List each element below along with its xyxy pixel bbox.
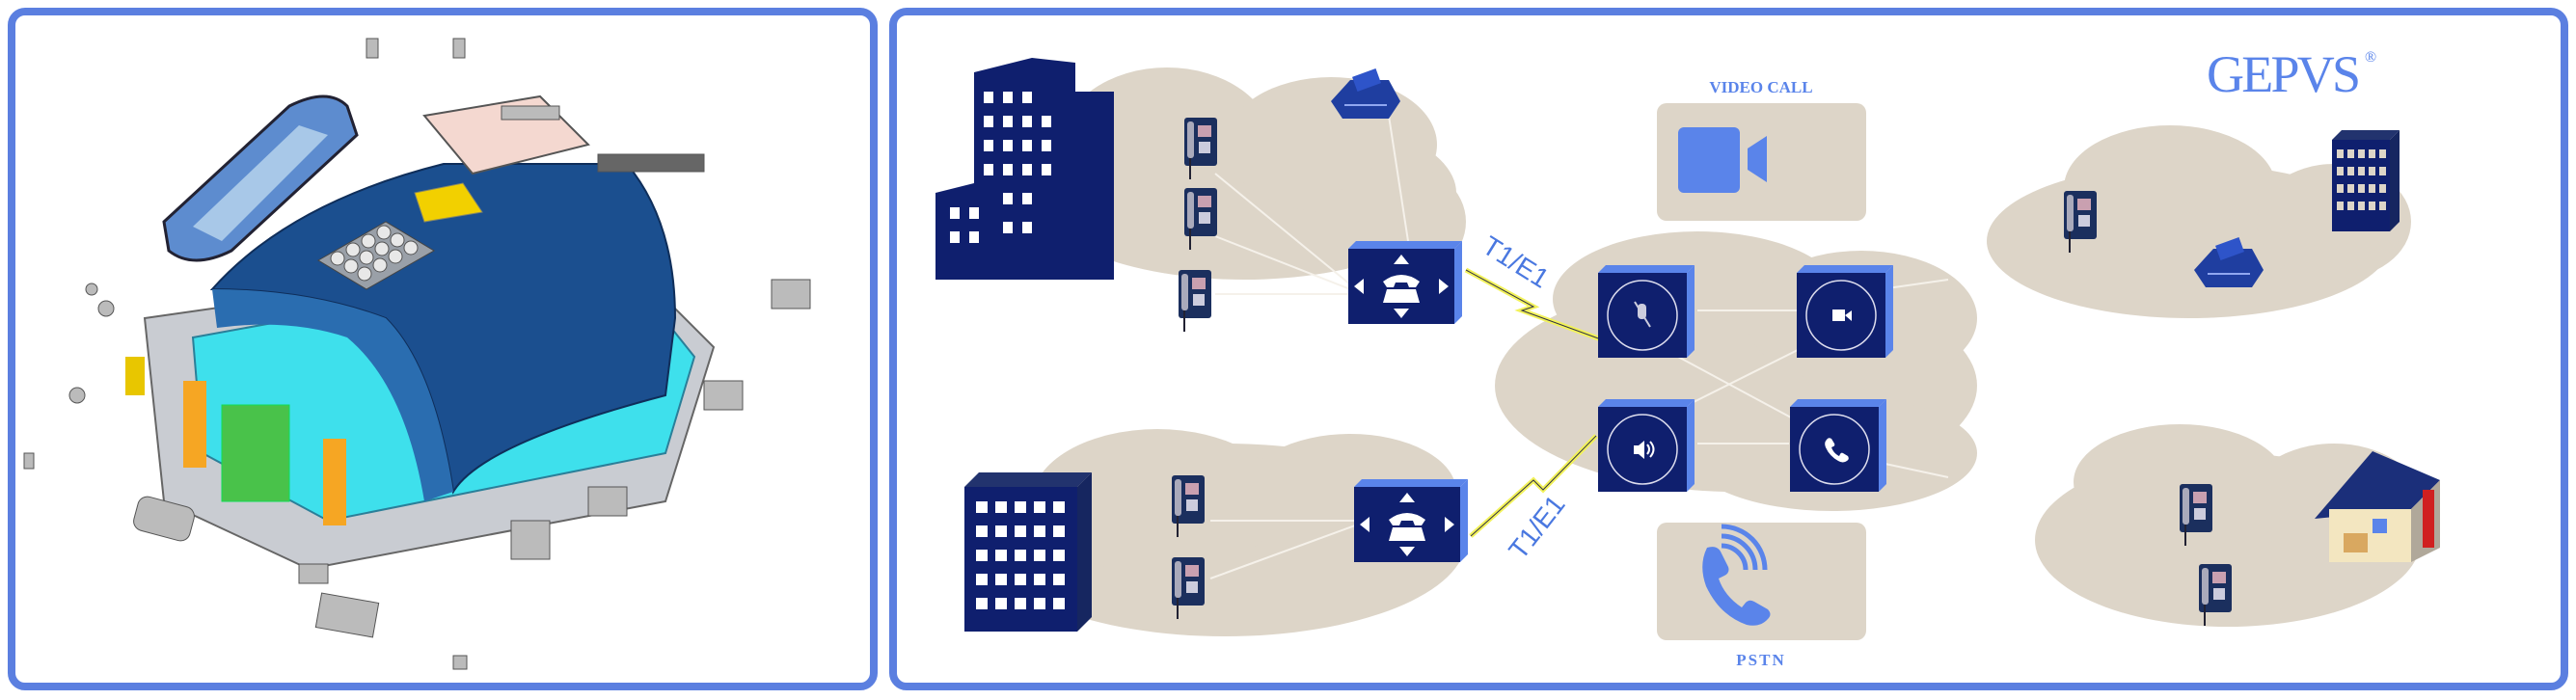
video-icon <box>1832 310 1852 321</box>
video-icon <box>1678 127 1767 193</box>
logo-text: GEPVS <box>2207 45 2361 103</box>
registered-mark: ® <box>2365 49 2376 66</box>
switch-icon <box>1348 241 1462 324</box>
gepvs-logo: GEPVS ® <box>2207 45 2376 103</box>
speaker-icon <box>1634 441 1655 459</box>
speaker-cube <box>1597 398 1695 493</box>
house-icon <box>2315 451 2440 562</box>
connection-lines <box>1209 115 1949 579</box>
pstn-box <box>1657 523 1866 640</box>
device-exploded-view-panel <box>8 8 878 690</box>
handset <box>162 94 359 262</box>
small-parts <box>23 38 811 670</box>
keypad <box>317 221 435 290</box>
bracket <box>414 182 483 223</box>
network-diagram-panel: T1/E1 T1/E1 VIDEO CALL <box>889 8 2568 690</box>
building-icon <box>964 472 1092 632</box>
phone-cube <box>1789 398 1887 493</box>
video-cube <box>1796 264 1894 359</box>
switch-icon <box>1354 479 1468 562</box>
video-call-box <box>1657 103 1866 221</box>
video-call-label: VIDEO CALL <box>1709 78 1812 96</box>
circuit-board <box>221 404 290 502</box>
pstn-label: PSTN <box>1736 651 1785 669</box>
mic-cube <box>1597 264 1695 359</box>
side-bracket <box>183 381 206 468</box>
phone-icon <box>1825 438 1849 463</box>
mic-icon <box>1634 301 1651 328</box>
building-icon <box>935 58 1114 280</box>
building-icon <box>2332 130 2400 231</box>
phone-icon <box>1702 524 1771 626</box>
